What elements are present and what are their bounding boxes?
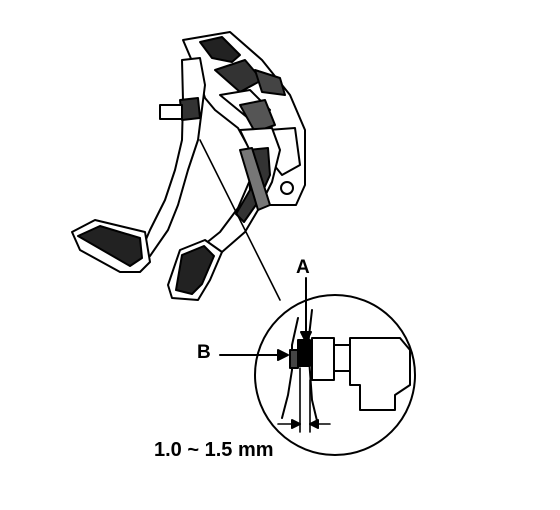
brake-pedal [71,57,206,273]
label-a: A [296,257,310,278]
clutch-pedal [167,127,281,301]
leader-line [199,139,281,301]
label-b: B [197,342,211,363]
detail-view [219,277,416,456]
gap-dimension-label: 1.0 ~ 1.5 mm [154,439,274,461]
